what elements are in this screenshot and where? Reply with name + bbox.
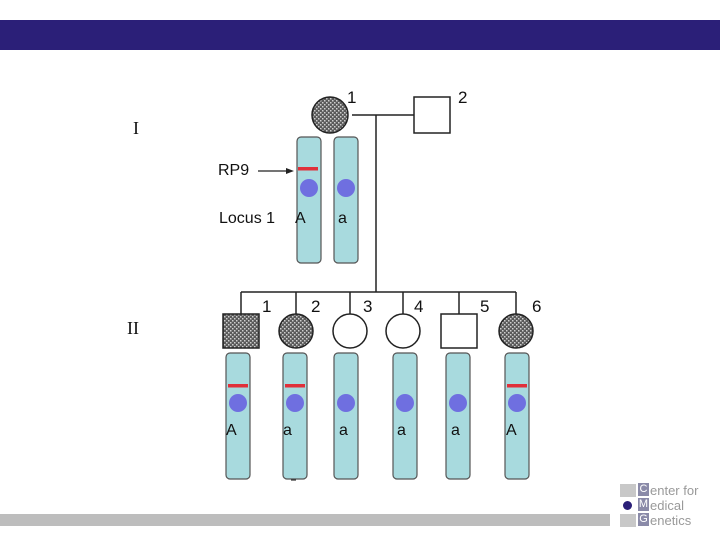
rp9-arrowhead [286,168,294,174]
chromosome-ii-6 [504,352,530,480]
individual-number-ii-4: 4 [414,297,424,316]
allele-ii-4: a [397,422,406,439]
mutation-mark [507,384,527,388]
mutation-mark [298,167,318,171]
chromosome-ii-5 [445,352,471,480]
individual-ii-4-female [385,313,421,349]
individual-ii-3-female [332,313,368,349]
chromosome-ii-1 [225,352,251,480]
allele-ii-3: a [339,422,348,439]
centromere [300,179,318,197]
mutation-mark [285,384,305,388]
logo-gray-block [620,514,636,527]
individual-i-2-male [413,96,451,134]
chromosome-ii-3 [333,352,359,480]
allele-ii-2: a [283,422,292,439]
allele-i-1-right: a [338,210,347,227]
logo-gray-block [620,484,636,497]
mutation-mark [228,384,248,388]
individual-number-ii-5: 5 [480,297,490,316]
chromosome-i-1-left [296,136,322,264]
allele-ii-6: A [506,422,517,439]
individual-i-1-affected-female [311,96,349,134]
individual-ii-6-affected-female [498,313,534,349]
individual-ii-2-affected-female [278,313,314,349]
individual-ii-5-male [440,313,478,349]
individual-number-i-1: 1 [347,88,357,107]
chromosome-ii-4 [392,352,418,480]
logo-dot-icon [623,501,632,510]
allele-i-1-left: A [295,210,306,227]
centromere [286,394,304,412]
footer-bar [0,514,610,526]
centromere [449,394,467,412]
individual-number-ii-3: 3 [363,297,373,316]
generation-label-i: I [133,118,139,138]
allele-ii-5: a [451,422,460,439]
centromere [229,394,247,412]
chromosome-ii-2 [282,352,308,480]
individual-ii-1-affected-male [222,313,260,349]
locus-label: Locus 1 [219,210,276,227]
individual-number-ii-6: 6 [532,297,542,316]
individual-number-ii-2: 2 [311,297,321,316]
centromere [337,179,355,197]
centromere [337,394,355,412]
gene-label: RP9 [218,162,250,179]
chromosome-i-1-right [333,136,359,264]
header-bar [0,20,720,50]
generation-label-ii: II [127,318,139,338]
allele-ii-1: A [226,422,237,439]
centromere [508,394,526,412]
individual-number-ii-1: 1 [262,297,272,316]
centromere [396,394,414,412]
individual-number-i-2: 2 [458,88,468,107]
